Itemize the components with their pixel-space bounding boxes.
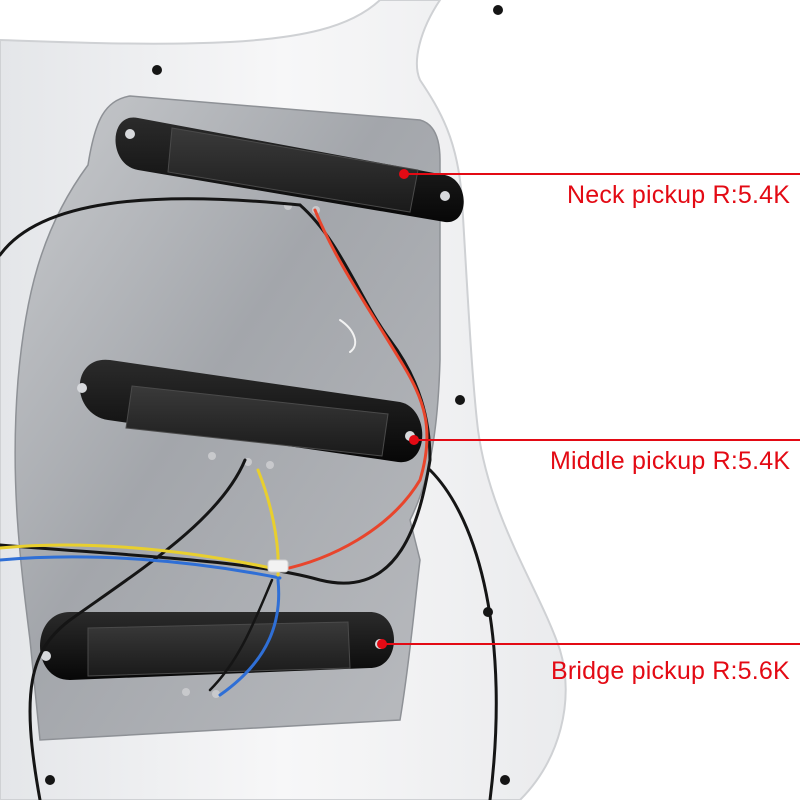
bridge-pickup-label: Bridge pickup R:5.6K bbox=[551, 657, 790, 685]
callout-lines bbox=[377, 169, 800, 649]
middle-pickup-label: Middle pickup R:5.4K bbox=[550, 447, 791, 475]
bridge-pickup bbox=[40, 612, 394, 698]
middle-pickup bbox=[77, 359, 423, 469]
bridge-callout-dot bbox=[377, 639, 387, 649]
neck-callout-dot bbox=[399, 169, 409, 179]
middle-callout-dot bbox=[409, 435, 419, 445]
neck-pickup-label: Neck pickup R:5.4K bbox=[567, 181, 791, 209]
wiring bbox=[0, 197, 498, 800]
